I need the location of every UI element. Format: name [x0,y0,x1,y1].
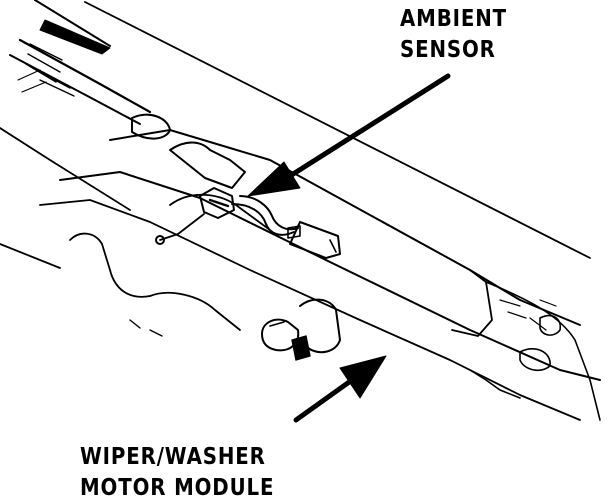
wiper-motor-module [261,298,341,361]
windshield-outline [0,0,591,269]
ambient-sensor-pointer-arrow [247,73,451,197]
wiper-blade [9,19,171,140]
wiper-washer-module-label: WIPER/WASHER MOTOR MODULE [80,442,274,504]
ambient-sensor-assembly [155,141,301,245]
ambient-sensor-label: AMBIENT SENSOR [400,4,507,66]
ambient-sensor-label-line-2: SENSOR [400,37,496,63]
wiper-washer-module-label-line-1: WIPER/WASHER [80,444,266,470]
wiper-module-pointer-arrow [293,355,387,423]
cowl-panel [39,129,601,421]
wiper-washer-module-label-line-2: MOTOR MODULE [80,475,275,501]
ambient-sensor-label-line-1: AMBIENT [400,6,508,32]
